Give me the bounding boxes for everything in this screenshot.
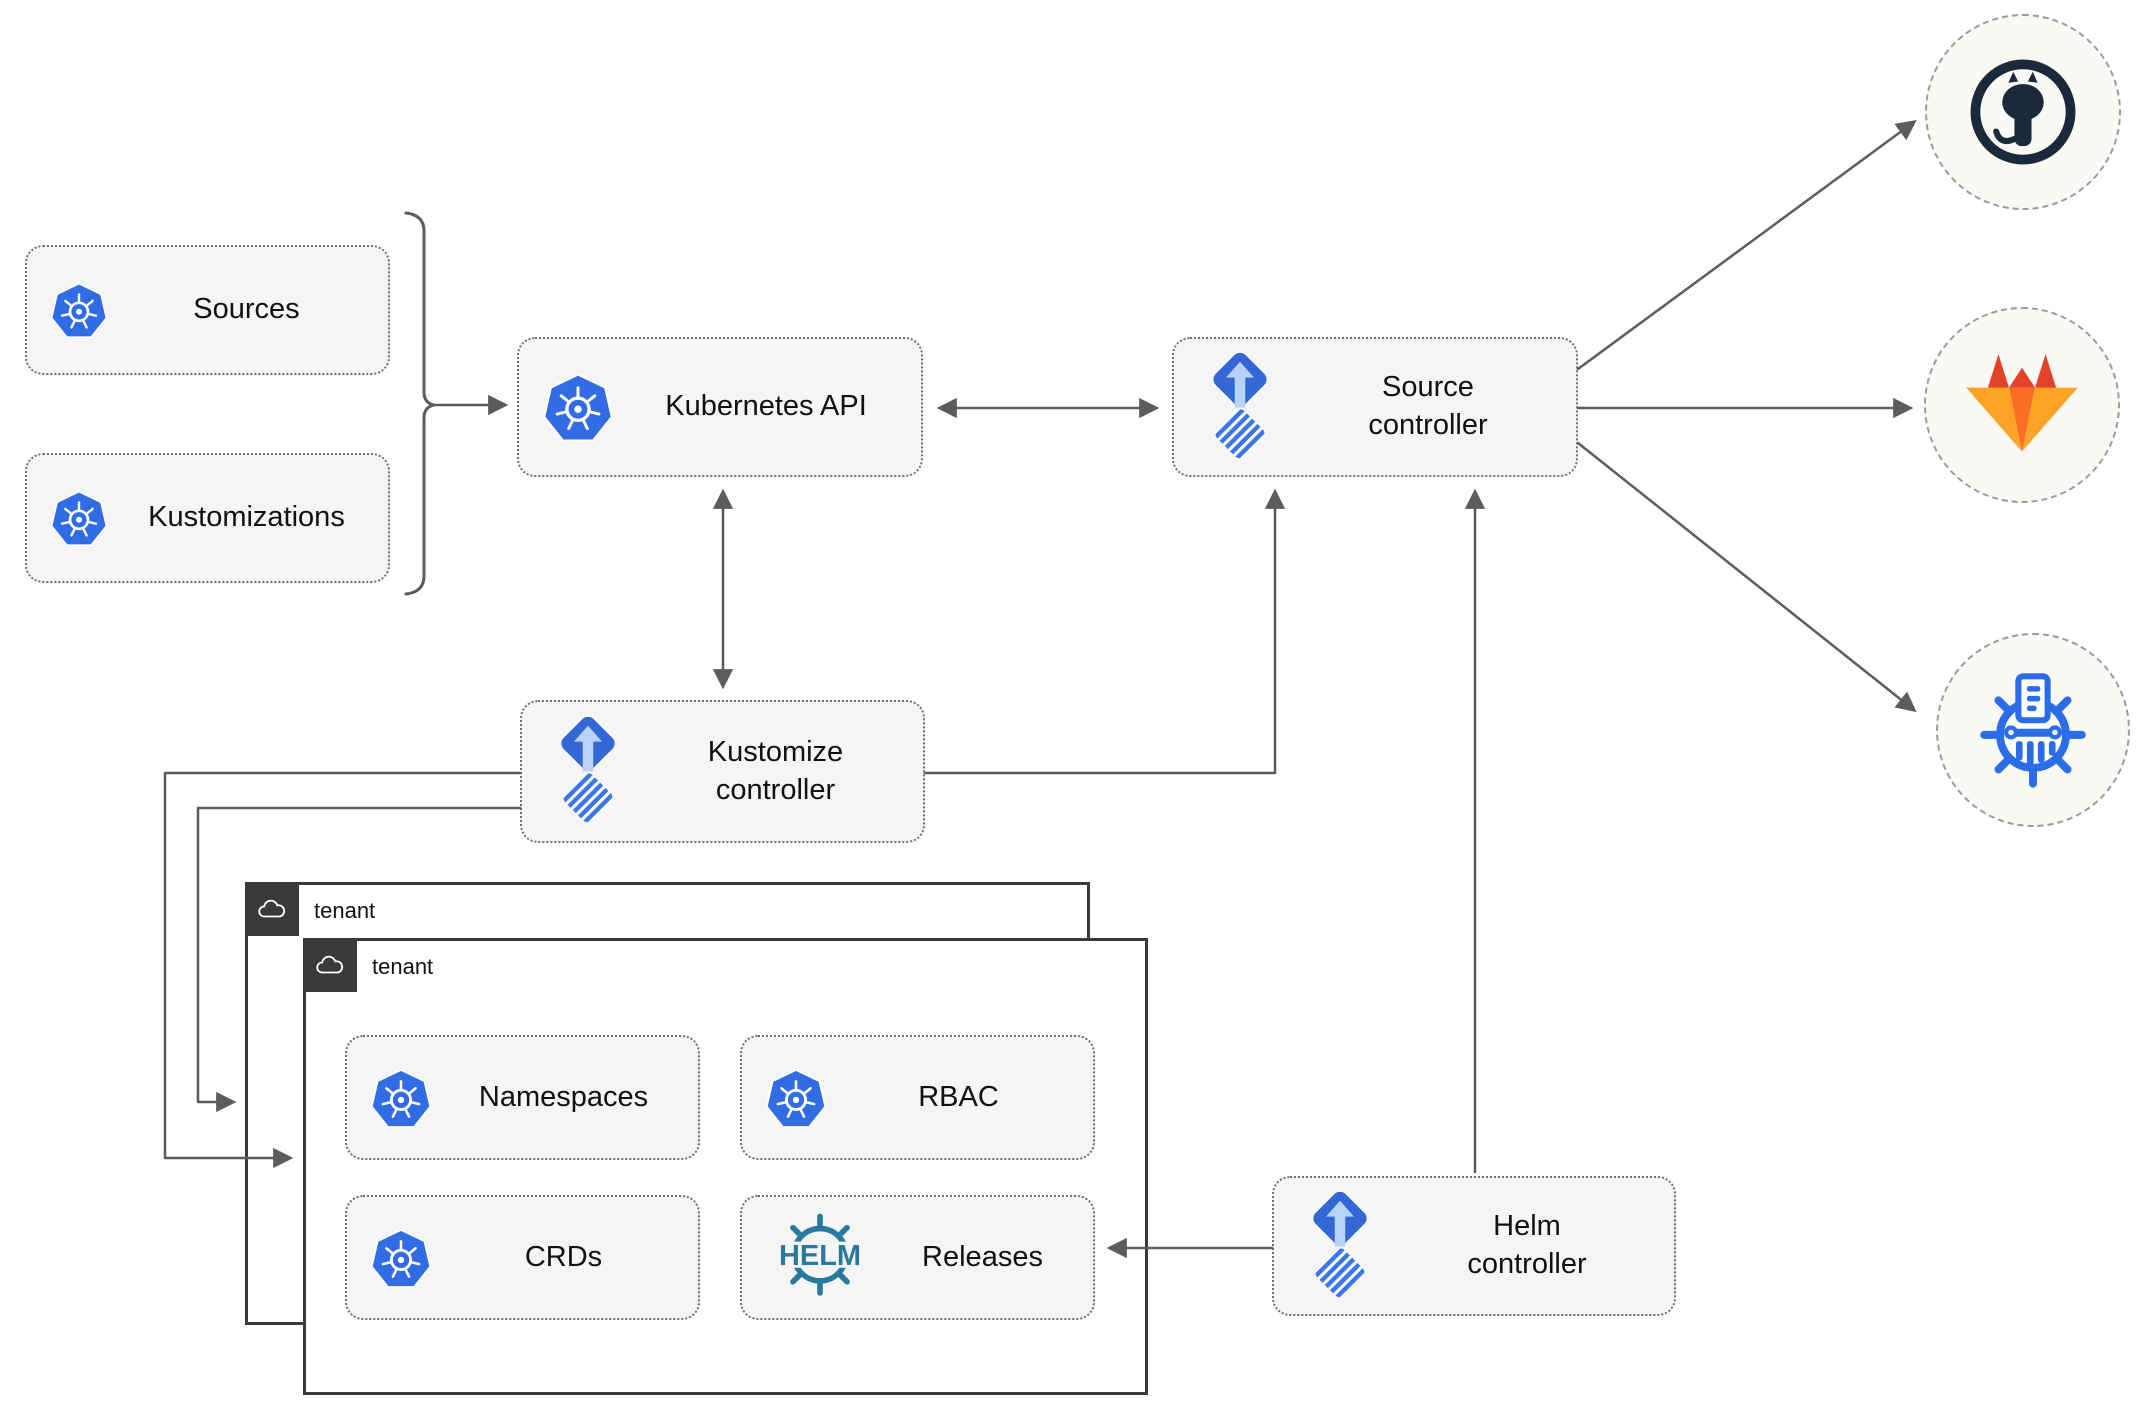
node-rbac: RBAC — [740, 1035, 1095, 1160]
github-icon — [1970, 59, 2076, 165]
endpoint-github — [1925, 14, 2121, 210]
node-label: Kustomizations — [148, 501, 345, 534]
helm-icon: HELM — [764, 1213, 876, 1296]
tenant-header — [303, 938, 357, 992]
node-sources: Sources — [25, 245, 390, 375]
node-label: Releases — [922, 1240, 1043, 1273]
flux-icon — [1296, 1192, 1384, 1301]
node-helm-controller: Helm controller — [1272, 1176, 1676, 1316]
gitlab-icon — [1966, 354, 2078, 452]
edge-bracket-sources-group — [404, 211, 436, 596]
node-label: CRDs — [524, 1240, 603, 1273]
kubernetes-icon — [49, 280, 109, 340]
edge-source-to-bucket — [1576, 441, 1917, 713]
bucket-storage-icon — [1980, 673, 2086, 788]
edge-kustomize-to-source-controller — [923, 488, 1286, 775]
node-source-controller: Source controller — [1172, 337, 1578, 477]
kubernetes-icon — [764, 1066, 828, 1130]
kubernetes-icon — [369, 1066, 433, 1130]
node-label: Sources — [193, 293, 300, 326]
tenant-box-front: tenant — [303, 938, 1148, 1395]
edge-source-to-github — [1576, 120, 1917, 371]
node-crds: CRDs — [345, 1195, 700, 1320]
endpoint-gitlab — [1924, 307, 2120, 503]
node-label: Namespaces — [478, 1080, 649, 1113]
node-releases: HELM Releases — [740, 1195, 1095, 1320]
node-label: Helm controller — [1467, 1210, 1587, 1280]
helm-logo-text: HELM — [779, 1240, 861, 1272]
node-label: Source controller — [1368, 371, 1488, 441]
node-kustomize-controller: Kustomize controller — [520, 700, 925, 843]
endpoint-bucket-storage — [1936, 633, 2130, 827]
cloud-icon — [312, 949, 348, 981]
node-namespaces: Namespaces — [345, 1035, 700, 1160]
tenant-header — [245, 882, 299, 936]
cloud-icon — [254, 893, 290, 925]
node-label: Kustomize controller — [707, 735, 844, 806]
flux-icon — [1196, 353, 1284, 462]
node-kubernetes-api: Kubernetes API — [517, 337, 923, 477]
node-label: RBAC — [918, 1080, 999, 1113]
node-kustomizations: Kustomizations — [25, 453, 390, 583]
kubernetes-icon — [541, 370, 615, 444]
tenant-label: tenant — [372, 954, 434, 979]
node-label: Kubernetes API — [665, 390, 867, 423]
tenant-label: tenant — [314, 898, 376, 923]
flux-icon — [544, 717, 632, 826]
kubernetes-icon — [49, 488, 109, 548]
kubernetes-icon — [369, 1226, 433, 1290]
